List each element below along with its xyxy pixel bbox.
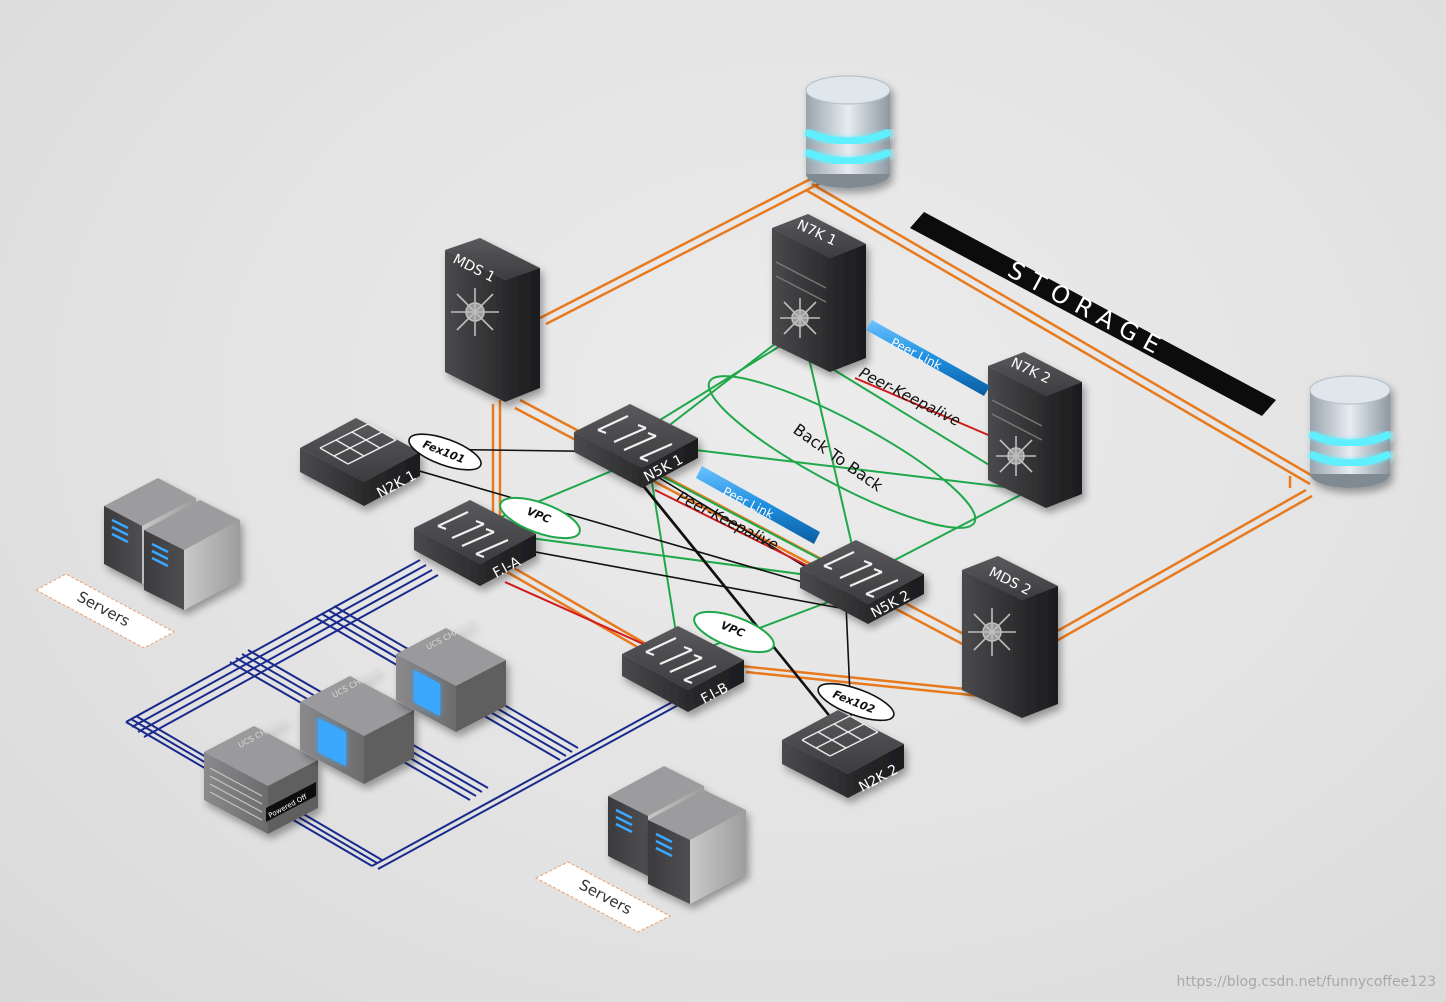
- n2k-2-switch[interactable]: N2K 2: [782, 710, 904, 798]
- n2k-1-switch[interactable]: N2K 1: [300, 418, 420, 506]
- switch-icon: [823, 551, 899, 599]
- vpc-a-bundle: VPC: [499, 496, 581, 540]
- switch-icon: [645, 637, 717, 685]
- database-icon: [1308, 375, 1392, 488]
- n5k-1-switch[interactable]: N5K 1: [574, 404, 698, 488]
- ucs-chassis-2[interactable]: UCS CHASSIS: [300, 667, 414, 784]
- ucs-chassis-3[interactable]: UCS CHASSIS: [396, 619, 506, 732]
- fex101-tag: Fex101: [408, 433, 482, 471]
- watermark: https://blog.csdn.net/funnycoffee123: [1176, 974, 1436, 990]
- server-tower-icon: [648, 790, 746, 904]
- nexus-star-icon: [996, 436, 1036, 476]
- switch-icon: [597, 415, 673, 463]
- database-icon: [804, 75, 892, 188]
- server-tower-icon: [144, 500, 240, 610]
- n5k-2-switch[interactable]: N5K 2: [800, 540, 924, 624]
- fex102-tag: Fex102: [817, 682, 895, 722]
- fex-grid-icon: [319, 423, 397, 465]
- n7k-1-switch[interactable]: N7K 1: [772, 214, 866, 372]
- keepalive-cabling: [504, 377, 1001, 656]
- mds-1-switch[interactable]: MDS 1: [445, 238, 540, 402]
- nexus-star-icon: [968, 608, 1016, 656]
- nexus-star-icon: [451, 288, 499, 336]
- nexus-star-icon: [780, 298, 820, 338]
- n7k-2-switch[interactable]: N7K 2: [988, 352, 1082, 508]
- switch-icon: [437, 511, 509, 559]
- storage-banner: STORAGE: [910, 212, 1276, 416]
- peer-link-top-label: Peer Link: [889, 335, 944, 372]
- vpc-b-bundle: VPC: [693, 610, 775, 654]
- mds-2-switch[interactable]: MDS 2: [962, 556, 1058, 718]
- fex-grid-icon: [801, 715, 879, 757]
- fi-b-switch[interactable]: F.I-B: [622, 626, 744, 712]
